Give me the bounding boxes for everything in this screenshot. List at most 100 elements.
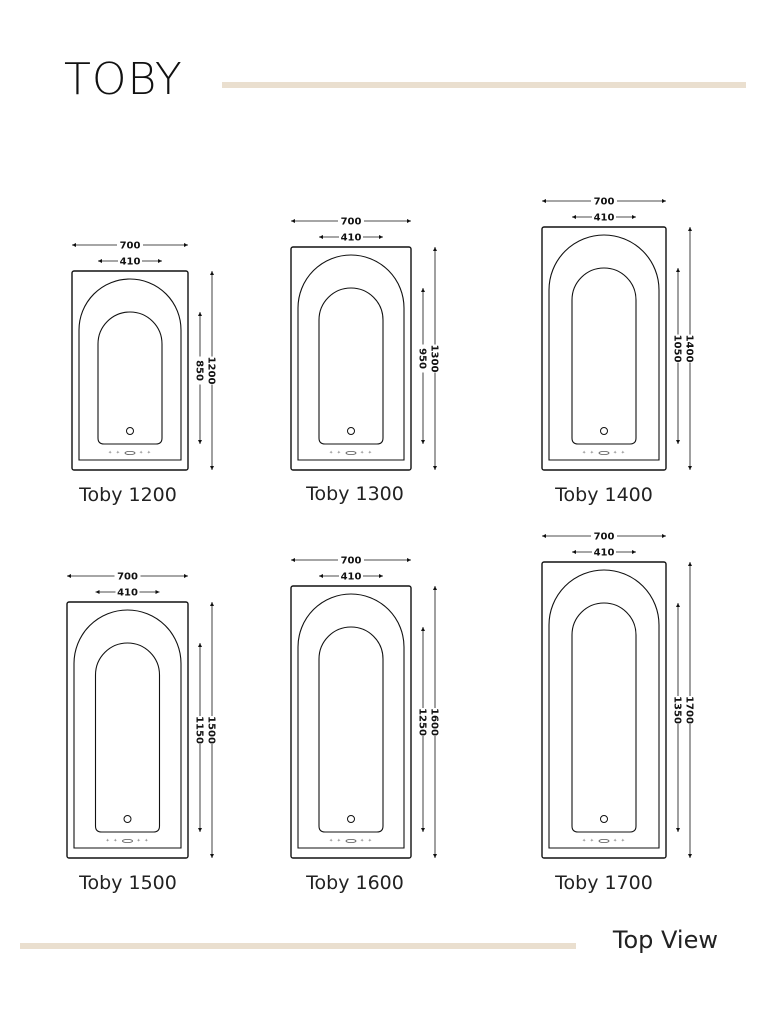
arrowhead (407, 558, 411, 562)
arrowhead (688, 854, 692, 858)
arrowhead (72, 243, 76, 247)
overflow-icon (598, 839, 610, 844)
tub-arch-outline (78, 278, 182, 461)
arrowhead (688, 227, 692, 231)
tub-inner-basin (318, 626, 384, 833)
label-backdrop (591, 530, 617, 542)
width-dimension-label: 700 (120, 241, 141, 252)
watermark-mark: ✦ ✦ (108, 450, 121, 456)
label-backdrop (114, 570, 141, 582)
label-backdrop (117, 239, 143, 251)
width-dimension-label: 700 (341, 217, 362, 228)
inner-width-dimension-label: 410 (117, 588, 138, 599)
arrowhead (433, 586, 437, 590)
length-dimension-label: 1300 (429, 345, 440, 373)
label-backdrop (592, 211, 616, 223)
width-dimension-label: 700 (341, 556, 362, 567)
inner-length-dimension-label: 1250 (417, 708, 428, 736)
model-name: Toby 1400 (554, 484, 653, 506)
footer-label: Top View (612, 926, 718, 954)
inner-width-dimension-label: 410 (594, 548, 615, 559)
label-backdrop (194, 716, 206, 744)
label-backdrop (417, 344, 429, 373)
watermark-mark: ✦ ✦ (582, 838, 595, 844)
tub-inner-basin (97, 311, 163, 445)
drain-icon (126, 427, 134, 435)
arrowhead (198, 643, 202, 647)
arrowhead (210, 602, 214, 606)
model-name: Toby 1700 (554, 872, 653, 894)
tub-outer-rim (66, 601, 189, 859)
tub-outer-rim (290, 246, 412, 471)
label-backdrop (339, 231, 363, 243)
width-dimension-label: 700 (594, 197, 615, 208)
arrowhead (198, 312, 202, 316)
label-backdrop (429, 344, 441, 373)
watermark-mark: ✦ ✦ (329, 450, 342, 456)
arrowhead (662, 534, 666, 538)
arrowhead (632, 215, 636, 219)
arrowhead (319, 235, 323, 239)
inner-width-dimension-label: 410 (341, 572, 362, 583)
arrowhead (379, 574, 383, 578)
inner-width-dimension-label: 410 (120, 257, 141, 268)
model-name: Toby 1600 (305, 872, 404, 894)
footer-rule (20, 943, 576, 949)
model-name: Toby 1300 (305, 483, 404, 505)
tub-arch-outline (297, 593, 405, 849)
overflow-icon (345, 450, 357, 455)
arrowhead (688, 466, 692, 470)
overflow-icon (124, 450, 136, 455)
label-backdrop (118, 255, 142, 267)
arrowhead (291, 219, 295, 223)
drain-icon (600, 427, 608, 435)
label-backdrop (339, 570, 363, 582)
arrowhead (688, 562, 692, 566)
watermark-mark: ✦ ✦ (613, 450, 626, 456)
watermark-mark: ✦ ✦ (106, 838, 119, 844)
arrowhead (632, 550, 636, 554)
length-dimension-label: 1400 (684, 335, 695, 363)
arrowhead (421, 288, 425, 292)
arrowhead (184, 243, 188, 247)
arrowhead (198, 828, 202, 832)
inner-width-dimension-label: 410 (594, 213, 615, 224)
arrowhead (407, 219, 411, 223)
arrowhead (572, 215, 576, 219)
inner-width-dimension-label: 410 (341, 233, 362, 244)
arrowhead (421, 627, 425, 631)
tub-outer-rim (71, 270, 189, 471)
arrowhead (198, 440, 202, 444)
label-backdrop (592, 546, 616, 558)
arrowhead (676, 268, 680, 272)
tub-inner-basin (571, 267, 637, 445)
arrowhead (158, 259, 162, 263)
tub-outer-rim (541, 561, 667, 859)
arrowhead (676, 440, 680, 444)
label-backdrop (684, 696, 696, 724)
watermark-mark: ✦ ✦ (613, 838, 626, 844)
label-backdrop (684, 334, 696, 363)
tub-arch-outline (73, 609, 182, 849)
arrowhead (210, 466, 214, 470)
length-dimension-label: 1600 (429, 708, 440, 736)
tub-outer-rim (541, 226, 667, 471)
page-title: TOBY (64, 54, 183, 105)
label-backdrop (206, 716, 218, 744)
arrowhead (67, 574, 71, 578)
watermark-mark: ✦ ✦ (329, 838, 342, 844)
length-dimension-label: 1200 (206, 357, 217, 385)
arrowhead (433, 247, 437, 251)
inner-length-dimension-label: 1150 (194, 716, 205, 744)
tub-inner-basin (94, 642, 161, 833)
label-backdrop (672, 696, 684, 724)
tub-arch-outline (297, 254, 405, 461)
arrowhead (98, 259, 102, 263)
width-dimension-label: 700 (117, 572, 138, 583)
drain-icon (123, 815, 132, 823)
watermark-mark: ✦ ✦ (360, 450, 373, 456)
watermark-mark: ✦ ✦ (139, 450, 152, 456)
